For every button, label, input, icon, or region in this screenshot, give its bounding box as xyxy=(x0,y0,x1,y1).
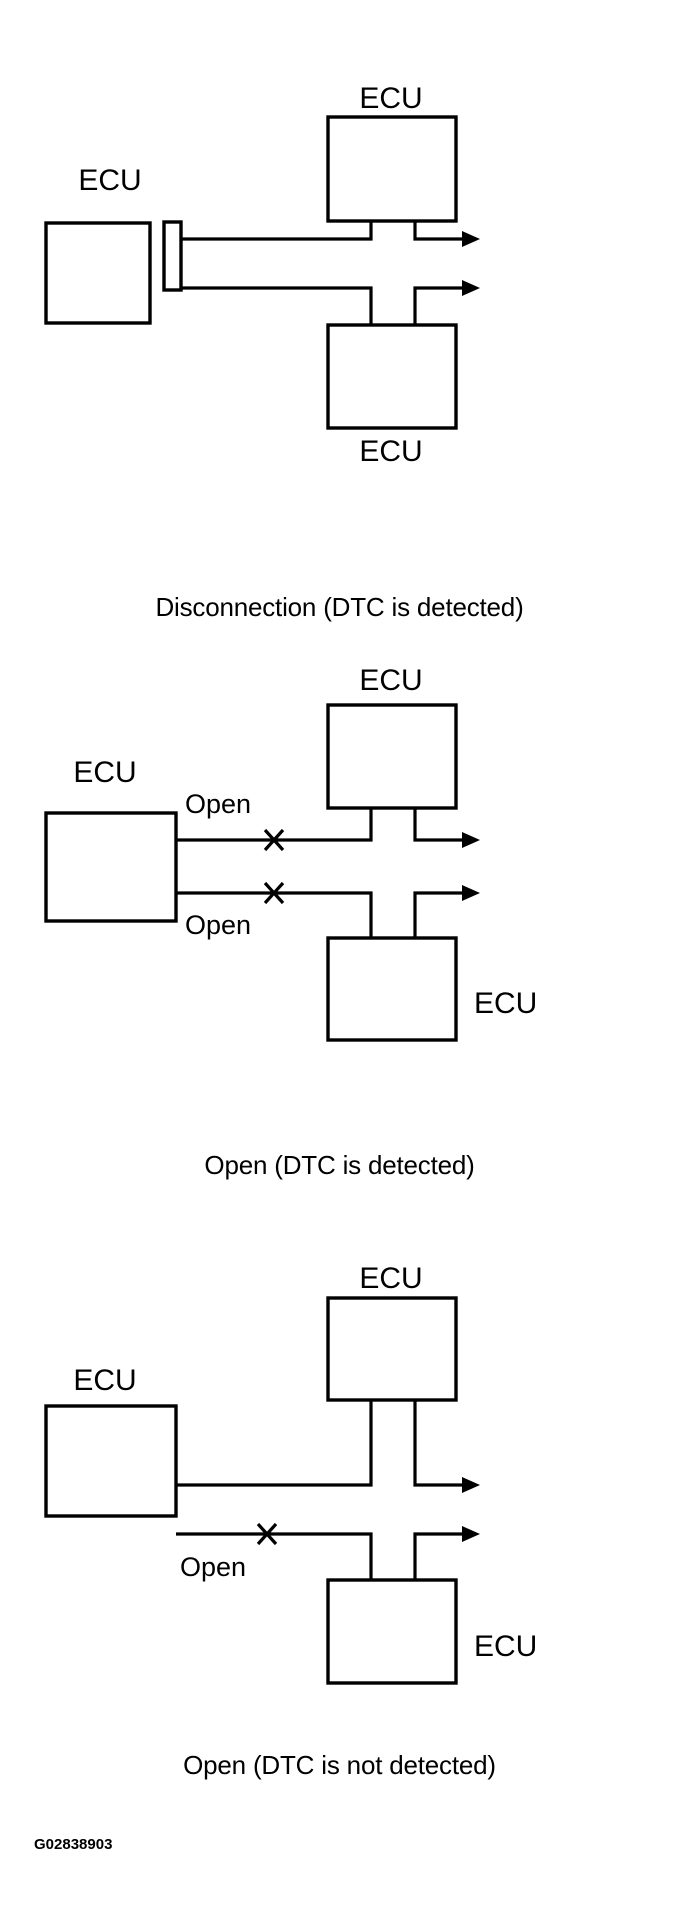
bus-line-lower-left xyxy=(176,1532,373,1580)
panel-open-detected: ECU ECU Open xyxy=(0,650,679,1210)
left-ecu-box xyxy=(44,1404,178,1518)
top-ecu-label: ECU xyxy=(359,664,422,697)
open-fault-lower-x-icon xyxy=(263,881,285,905)
panel-disconnection-graphic: ECU ECU ECU xyxy=(44,82,480,468)
bottom-ecu-box xyxy=(326,936,458,1042)
bottom-ecu-box xyxy=(326,323,458,430)
bus-line-upper-left xyxy=(181,221,373,241)
left-ecu-label: ECU xyxy=(73,1364,136,1397)
top-ecu-box xyxy=(326,703,458,810)
left-ecu-box xyxy=(44,811,178,923)
arrow-head-upper xyxy=(462,1477,480,1493)
left-ecu-box xyxy=(44,221,152,325)
open-fault-lower-x-icon xyxy=(256,1522,278,1546)
left-ecu-label: ECU xyxy=(73,756,136,789)
panel-open-not-detected-caption: Open (DTC is not detected) xyxy=(183,1750,496,1780)
bottom-ecu-label: ECU xyxy=(474,1630,537,1663)
panel-disconnection: ECU ECU ECU Disconnection (DTC is xyxy=(0,0,679,650)
left-ecu-label: ECU xyxy=(78,164,141,197)
panel-open-detected-caption: Open (DTC is detected) xyxy=(204,1150,475,1180)
bus-line-lower-right xyxy=(413,891,468,938)
open-fault-lower-label: Open xyxy=(185,910,251,940)
panel-disconnection-caption: Disconnection (DTC is detected) xyxy=(155,592,524,622)
arrow-head-lower xyxy=(462,1526,480,1542)
arrow-head-lower xyxy=(462,885,480,901)
bus-line-lower-right xyxy=(413,1532,468,1580)
bus-line-upper-right xyxy=(413,808,468,842)
top-ecu-label: ECU xyxy=(359,1262,422,1295)
bus-line-lower-left xyxy=(176,891,373,938)
top-ecu-box xyxy=(326,115,458,223)
figure-code: G02838903 xyxy=(34,1836,113,1853)
bus-line-upper-left xyxy=(176,1400,373,1487)
panel-open-not-detected-graphic: ECU ECU Open ECU xyxy=(44,1262,537,1685)
bus-line-upper-left xyxy=(176,808,373,842)
bottom-ecu-box xyxy=(326,1578,458,1685)
open-fault-lower-label: Open xyxy=(180,1552,246,1582)
arrow-head-upper xyxy=(462,832,480,848)
top-ecu-box xyxy=(326,1296,458,1402)
open-fault-upper-x-icon xyxy=(263,828,285,852)
bottom-ecu-label: ECU xyxy=(359,435,422,468)
panel-open-detected-graphic: ECU ECU Open xyxy=(44,664,537,1042)
top-ecu-label: ECU xyxy=(359,82,422,115)
arrow-head-lower xyxy=(462,280,480,296)
bus-line-lower-left xyxy=(181,286,373,325)
bus-line-upper-right xyxy=(413,221,468,241)
arrow-head-upper xyxy=(462,231,480,247)
bus-line-upper-right xyxy=(413,1400,468,1487)
connector-plug xyxy=(162,220,183,292)
bottom-ecu-label: ECU xyxy=(474,987,537,1020)
panel-open-not-detected: ECU ECU Open ECU Open (D xyxy=(0,1210,679,1810)
bus-line-lower-right xyxy=(413,286,468,325)
open-fault-upper-label: Open xyxy=(185,789,251,819)
